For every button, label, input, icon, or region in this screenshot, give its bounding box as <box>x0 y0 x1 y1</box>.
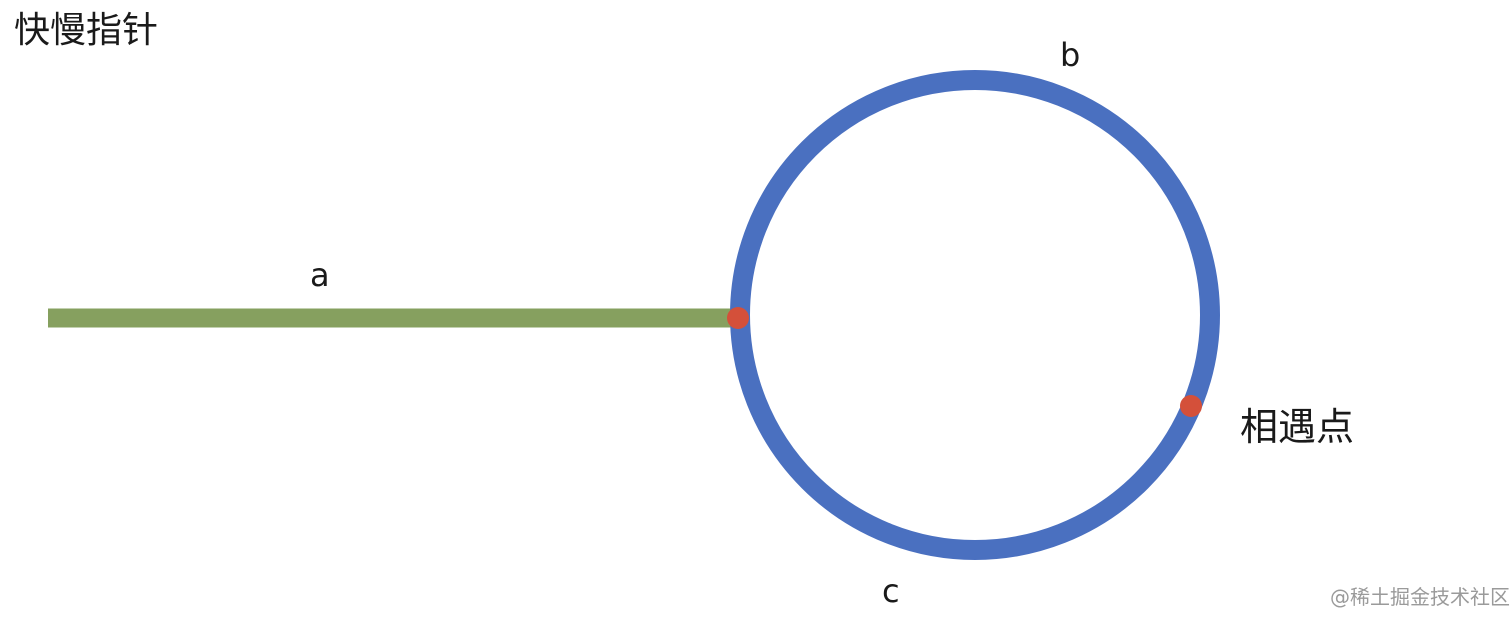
label-b: b <box>1060 36 1080 74</box>
label-a: a <box>310 256 330 294</box>
meeting-point <box>1180 395 1202 417</box>
diagram-title: 快慢指针 <box>14 10 158 51</box>
meeting-point-label: 相遇点 <box>1240 405 1354 449</box>
loop-entry-point <box>727 307 749 329</box>
watermark-text: @稀土掘金技术社区 <box>1330 585 1510 609</box>
label-c: c <box>882 572 900 610</box>
loop-circle <box>730 70 1220 560</box>
